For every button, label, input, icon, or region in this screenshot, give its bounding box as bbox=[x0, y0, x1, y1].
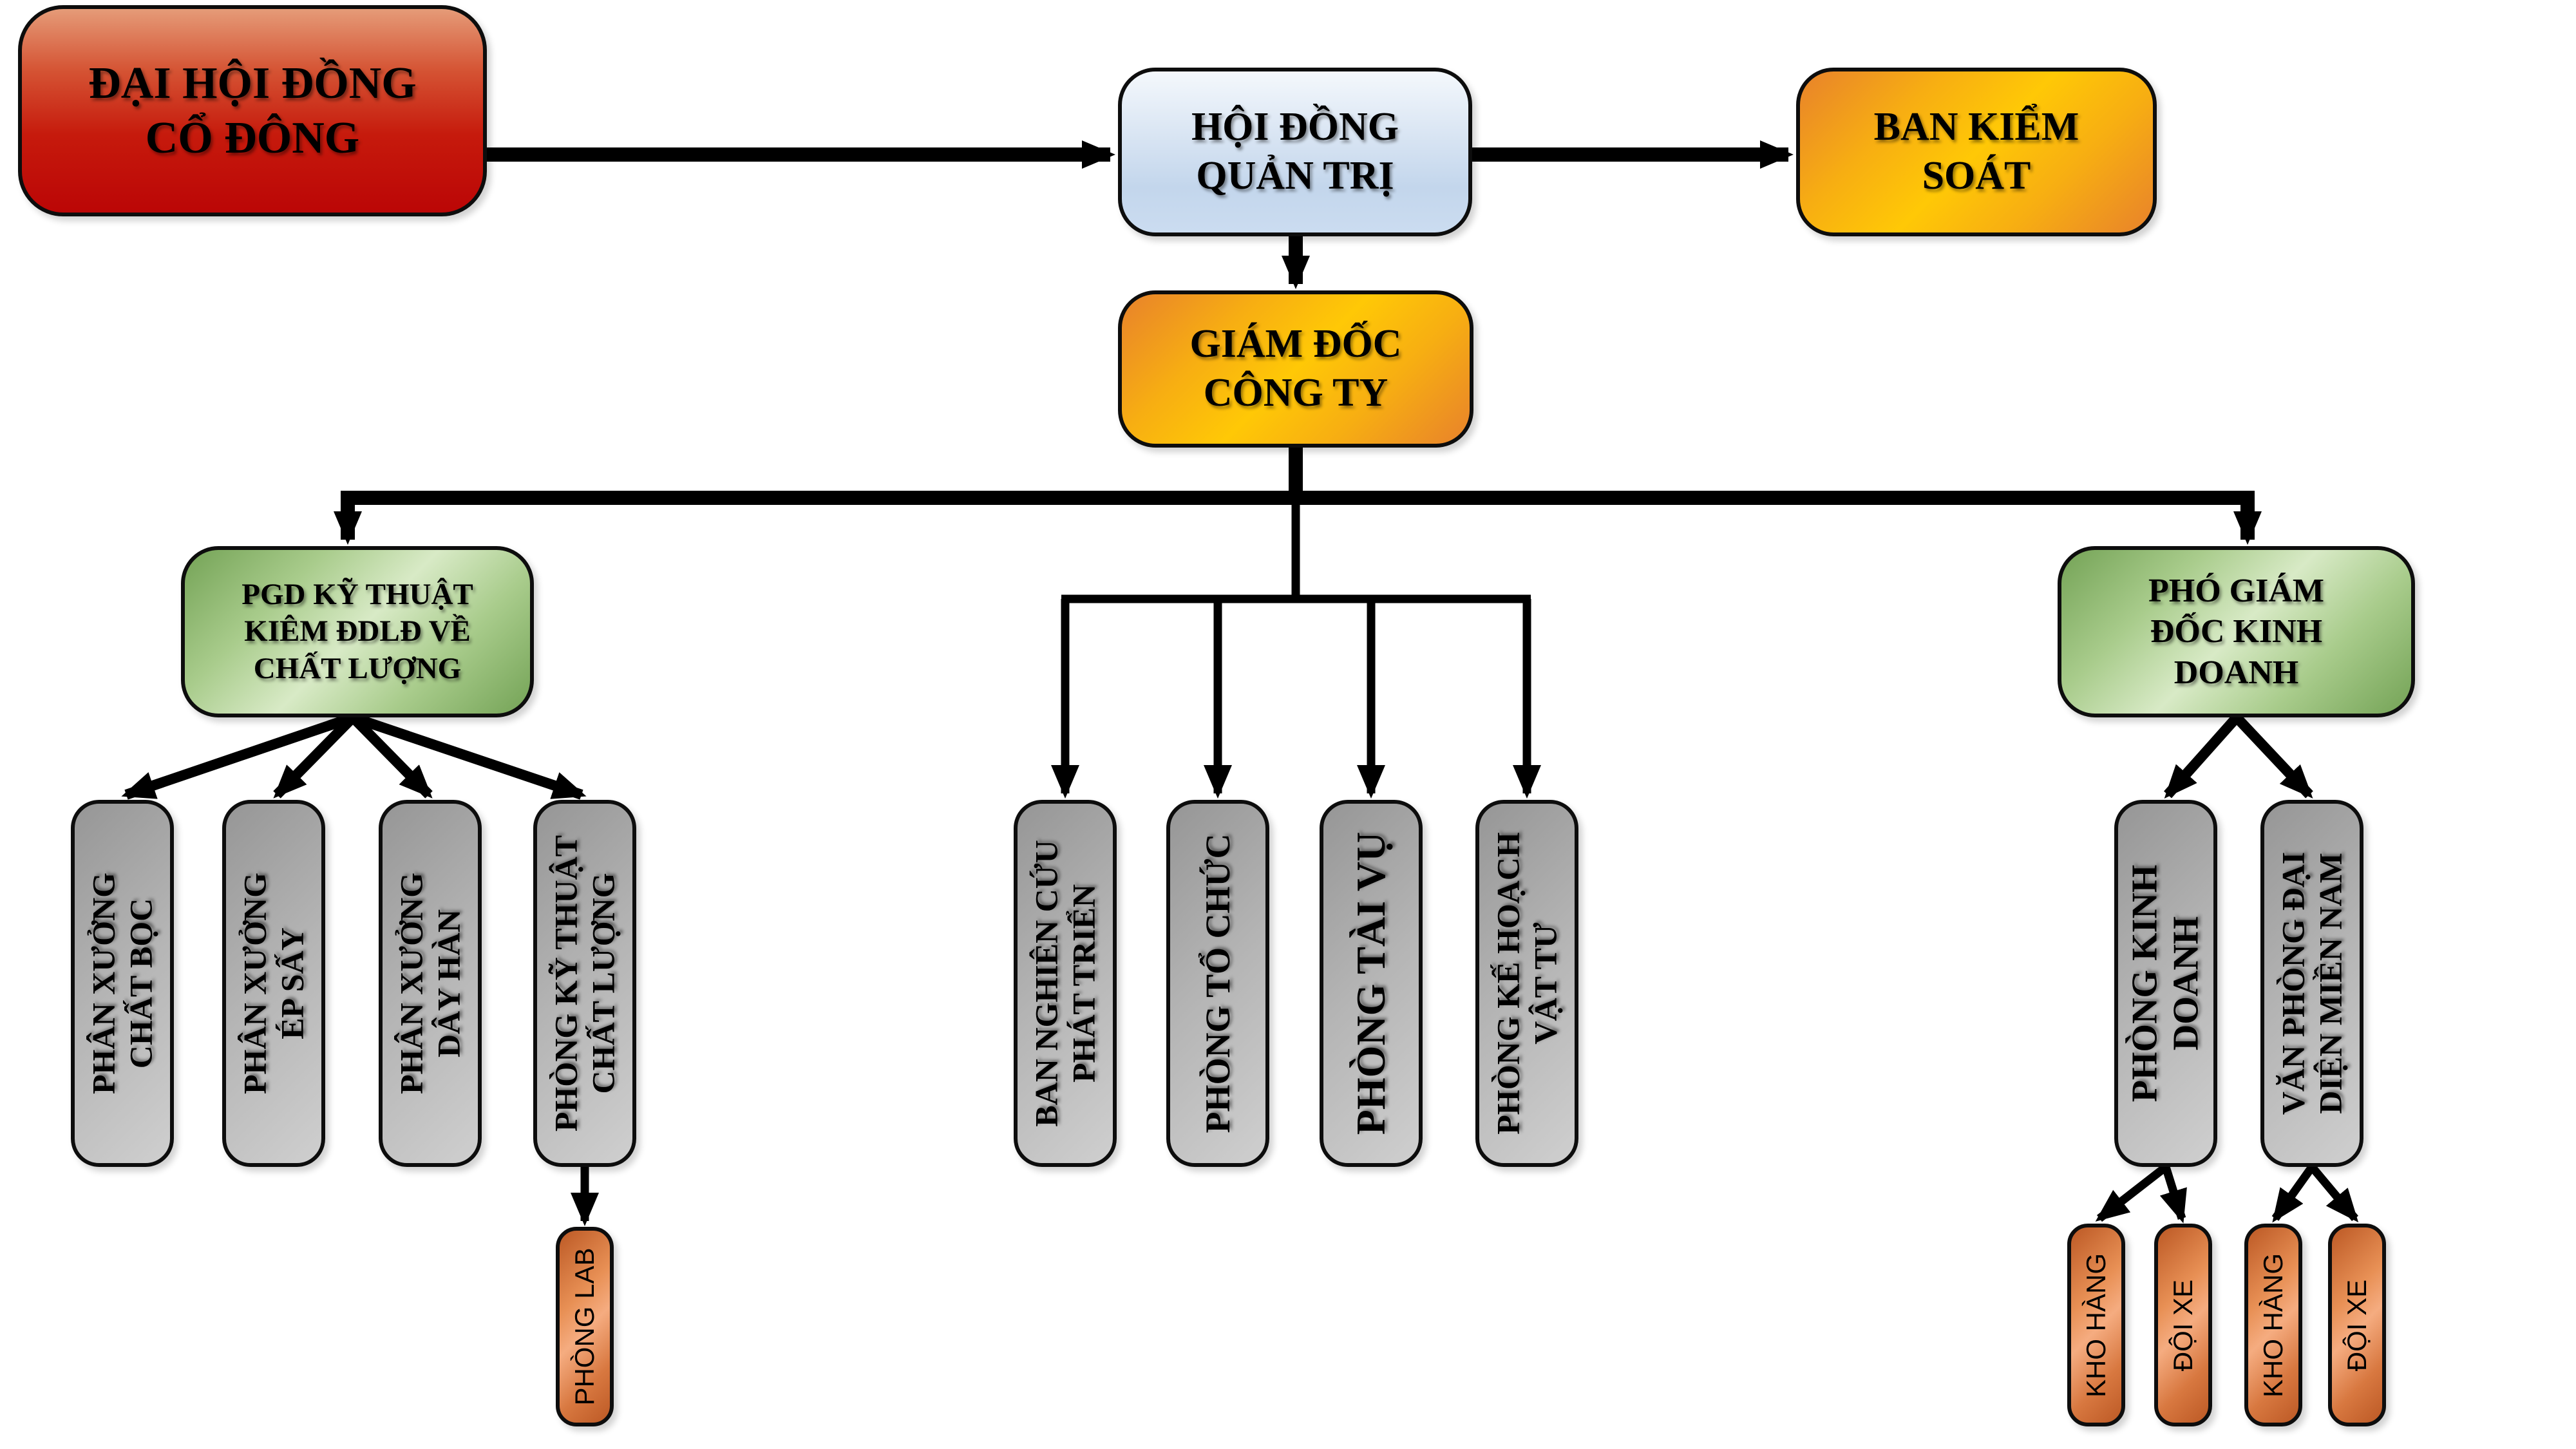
node-planning-materials-dept: PHÒNG KẾ HOẠCH VẬT TƯ bbox=[1475, 800, 1578, 1167]
node-label: PHÒNG KINH DOANH bbox=[2125, 864, 2206, 1103]
connector-to-business-dept bbox=[2164, 714, 2240, 799]
node-rnd-board: BAN NGHIÊN CỨU PHÁT TRIỂN bbox=[1014, 800, 1117, 1167]
connector-repoffice-to-truck-fleet-2 bbox=[2309, 1164, 2359, 1223]
node-label: KHO HÀNG bbox=[2080, 1253, 2111, 1397]
node-shareholders: ĐẠI HỘI ĐỒNG CỔ ĐÔNG bbox=[18, 5, 487, 216]
node-truck-fleet-1: ĐỘI XE bbox=[2154, 1224, 2212, 1426]
connector-to-workshop-press-drying bbox=[273, 714, 357, 799]
node-board-of-directors: HỘI ĐỒNG QUẢN TRỊ bbox=[1118, 68, 1472, 236]
node-label: VĂN PHÒNG ĐẠI DIỆN MIỀN NAM bbox=[2275, 851, 2349, 1115]
node-label: GIÁM ĐỐC CÔNG TY bbox=[1189, 322, 1402, 415]
node-label: ĐỘI XE bbox=[2167, 1279, 2198, 1371]
node-business-dept: PHÒNG KINH DOANH bbox=[2114, 800, 2217, 1167]
connector-business-to-warehouse-1 bbox=[2095, 1163, 2168, 1222]
node-workshop-press-drying: PHÂN XƯỞNG ÉP SẤY bbox=[222, 800, 325, 1167]
node-label: KHO HÀNG bbox=[2257, 1253, 2288, 1397]
node-workshop-welding-wire: PHÂN XƯỞNG DÂY HÀN bbox=[379, 800, 482, 1167]
node-warehouse-2: KHO HÀNG bbox=[2244, 1224, 2302, 1426]
connector-to-workshop-coating bbox=[121, 712, 355, 800]
node-label: PHÂN XƯỞNG ÉP SẤY bbox=[236, 873, 310, 1094]
node-warehouse-1: KHO HÀNG bbox=[2067, 1224, 2125, 1426]
connector-to-workshop-welding-wire bbox=[349, 714, 433, 799]
node-company-director: GIÁM ĐỐC CÔNG TY bbox=[1118, 290, 1473, 448]
node-deputy-business: PHÓ GIÁM ĐỐC KINH DOANH bbox=[2058, 546, 2415, 717]
node-label: PGD KỸ THUẬT KIÊM ĐDLĐ VỀ CHẤT LƯỢNG bbox=[242, 578, 473, 685]
node-workshop-coating: PHÂN XƯỞNG CHẤT BỌC bbox=[71, 800, 174, 1167]
connector-business-to-truck-fleet-1 bbox=[2159, 1166, 2187, 1224]
node-label: ĐẠI HỘI ĐỒNG CỔ ĐÔNG bbox=[88, 58, 417, 163]
connector-to-technical-quality-dept bbox=[351, 712, 587, 800]
node-label: PHÂN XƯỞNG DÂY HÀN bbox=[393, 873, 467, 1094]
node-label: PHÂN XƯỞNG CHẤT BỌC bbox=[85, 873, 159, 1094]
node-southern-rep-office: VĂN PHÒNG ĐẠI DIỆN MIỀN NAM bbox=[2260, 800, 2363, 1167]
node-finance-dept: PHÒNG TÀI VỤ bbox=[1320, 800, 1423, 1167]
node-lab: PHÒNG LAB bbox=[556, 1227, 614, 1426]
node-technical-quality-dept: PHÒNG KỸ THUẬT CHẤT LƯỢNG bbox=[533, 800, 636, 1167]
node-label: ĐỘI XE bbox=[2341, 1279, 2372, 1371]
node-label: PHÒNG KẾ HOẠCH VẬT TƯ bbox=[1490, 832, 1564, 1135]
node-label: BAN KIỂM SOÁT bbox=[1873, 105, 2079, 198]
node-label: HỘI ĐỒNG QUẢN TRỊ bbox=[1191, 105, 1399, 198]
node-label: PHÒNG TÀI VỤ bbox=[1348, 831, 1394, 1135]
node-label: BAN NGHIÊN CỨU PHÁT TRIỂN bbox=[1028, 840, 1102, 1127]
node-supervisory-board: BAN KIỂM SOÁT bbox=[1796, 68, 2157, 236]
node-label: PHÒNG KỸ THUẬT CHẤT LƯỢNG bbox=[547, 835, 621, 1132]
node-label: PHÒNG TỔ CHỨC bbox=[1198, 833, 1237, 1133]
node-truck-fleet-2: ĐỘI XE bbox=[2328, 1224, 2386, 1426]
connector-repoffice-to-warehouse-2 bbox=[2271, 1164, 2316, 1223]
node-label: PHÒNG LAB bbox=[569, 1247, 600, 1406]
connector-to-southern-rep-office bbox=[2233, 714, 2313, 799]
node-organization-dept: PHÒNG TỔ CHỨC bbox=[1166, 800, 1269, 1167]
node-deputy-technical-quality: PGD KỸ THUẬT KIÊM ĐDLĐ VỀ CHẤT LƯỢNG bbox=[181, 546, 534, 717]
node-label: PHÓ GIÁM ĐỐC KINH DOANH bbox=[2148, 572, 2324, 691]
